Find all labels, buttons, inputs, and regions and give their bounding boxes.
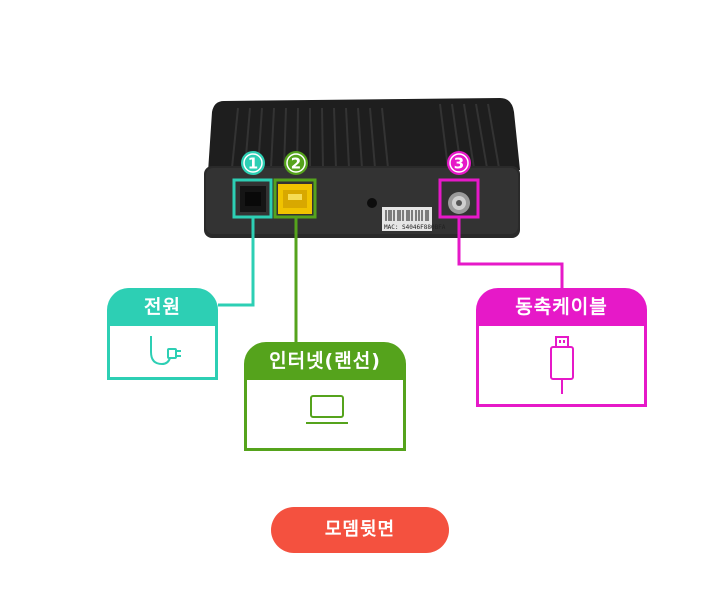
coax-connector-line bbox=[457, 217, 564, 290]
coax-callout-box bbox=[476, 326, 647, 407]
power-callout-box bbox=[107, 326, 218, 380]
svg-text:1: 1 bbox=[248, 155, 258, 173]
lan-callout-box bbox=[244, 380, 406, 451]
badge-1: 1 bbox=[241, 151, 265, 175]
power-connector-line bbox=[218, 217, 255, 307]
svg-text:3: 3 bbox=[454, 155, 464, 173]
coax-callout-title: 동축케이블 bbox=[476, 288, 647, 326]
lan-callout-title: 인터넷(랜선) bbox=[244, 342, 406, 380]
laptop-icon bbox=[306, 395, 348, 424]
badge-3: 3 bbox=[447, 151, 471, 175]
usb-cable-icon bbox=[550, 336, 574, 394]
modem-back-button[interactable]: 모뎀뒷면 bbox=[271, 507, 449, 553]
svg-text:2: 2 bbox=[291, 155, 301, 173]
badge-2: 2 bbox=[284, 151, 308, 175]
power-callout-title: 전원 bbox=[107, 288, 218, 326]
plug-icon bbox=[150, 336, 181, 366]
mac-address-label: MAC: S4046F880BFA bbox=[384, 224, 446, 231]
